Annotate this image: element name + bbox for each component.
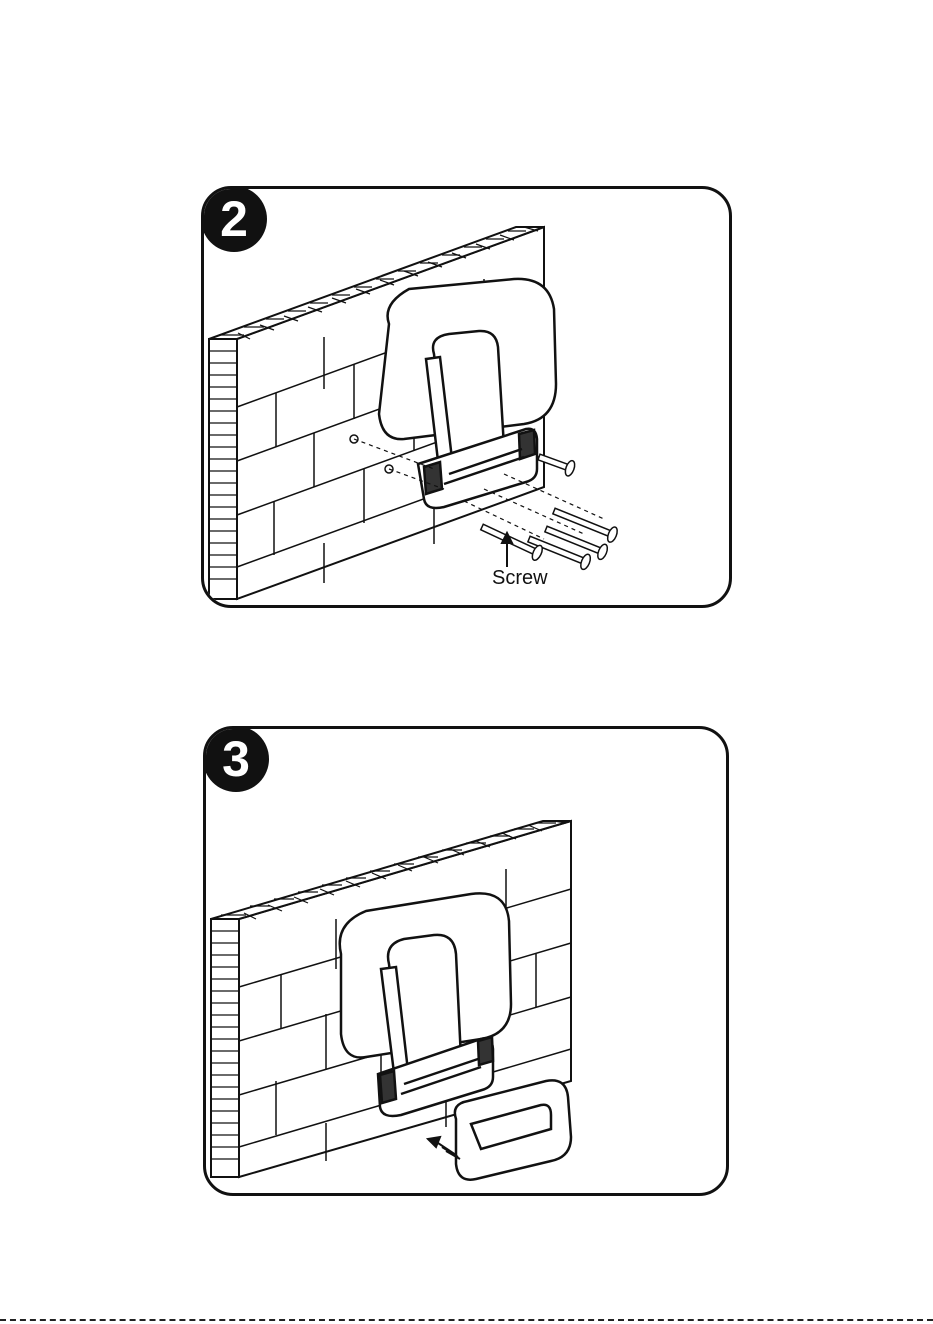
step-2-badge: 2 — [201, 186, 267, 252]
step-3-badge: 3 — [203, 726, 269, 792]
screw-label: Screw — [492, 567, 548, 590]
step-3-panel: 3 — [203, 726, 729, 1196]
step-3-illustration — [206, 729, 729, 1196]
step-2-illustration — [204, 189, 732, 608]
arrow-icon — [502, 533, 512, 567]
page-bottom-border — [0, 1319, 933, 1321]
step-2-panel: 2 Screw — [201, 186, 732, 608]
